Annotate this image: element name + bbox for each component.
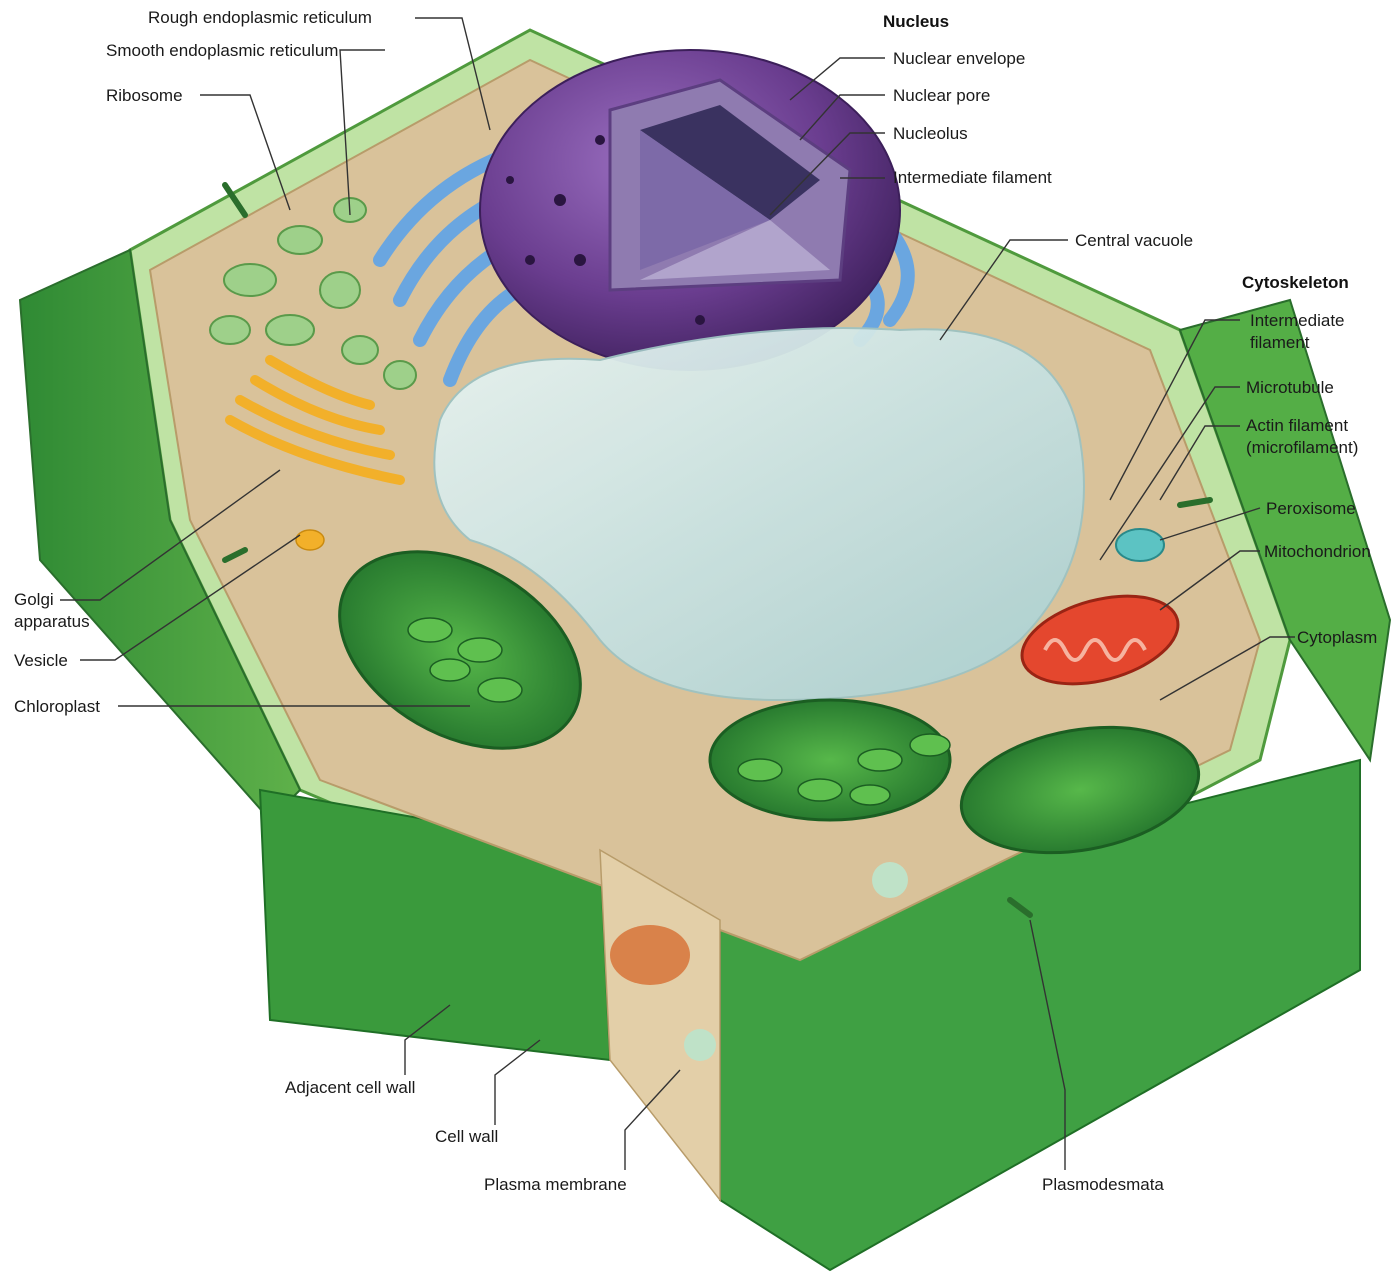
label-smooth-er: Smooth endoplasmic reticulum xyxy=(106,41,338,60)
label-cytoskeleton-header: Cytoskeleton xyxy=(1242,273,1349,292)
label-golgi-1: Golgi xyxy=(14,590,54,609)
label-golgi-2: apparatus xyxy=(14,612,90,631)
label-cyto-intermediate-2: filament xyxy=(1250,333,1310,352)
chloroplast-center xyxy=(710,700,950,820)
peroxisome xyxy=(1116,529,1164,561)
label-plasmodesmata: Plasmodesmata xyxy=(1042,1175,1164,1194)
label-actin-1: Actin filament xyxy=(1246,416,1348,435)
label-nucleolus: Nucleolus xyxy=(893,124,968,143)
organelle-pale xyxy=(872,862,908,898)
label-central-vacuole: Central vacuole xyxy=(1075,231,1193,250)
label-cytoplasm: Cytoplasm xyxy=(1297,628,1377,647)
label-nucleus-header: Nucleus xyxy=(883,12,949,31)
label-peroxisome: Peroxisome xyxy=(1266,499,1356,518)
label-chloroplast: Chloroplast xyxy=(14,697,100,716)
label-vesicle: Vesicle xyxy=(14,651,68,670)
organelle-orange xyxy=(610,925,690,985)
label-cell-wall: Cell wall xyxy=(435,1127,498,1146)
label-ribosome: Ribosome xyxy=(106,86,183,105)
organelle-pale-2 xyxy=(684,1029,716,1061)
label-nucleus-intermediate-filament: Intermediate filament xyxy=(893,168,1052,187)
label-rough-er: Rough endoplasmic reticulum xyxy=(148,8,372,27)
label-mitochondrion: Mitochondrion xyxy=(1264,542,1371,561)
label-microtubule: Microtubule xyxy=(1246,378,1334,397)
label-adjacent-cell-wall: Adjacent cell wall xyxy=(285,1078,415,1097)
label-nuclear-pore: Nuclear pore xyxy=(893,86,990,105)
label-cyto-intermediate-1: Intermediate xyxy=(1250,311,1345,330)
vesicle xyxy=(296,530,324,550)
label-actin-2: (microfilament) xyxy=(1246,438,1358,457)
label-nuclear-envelope: Nuclear envelope xyxy=(893,49,1025,68)
label-plasma-membrane: Plasma membrane xyxy=(484,1175,627,1194)
